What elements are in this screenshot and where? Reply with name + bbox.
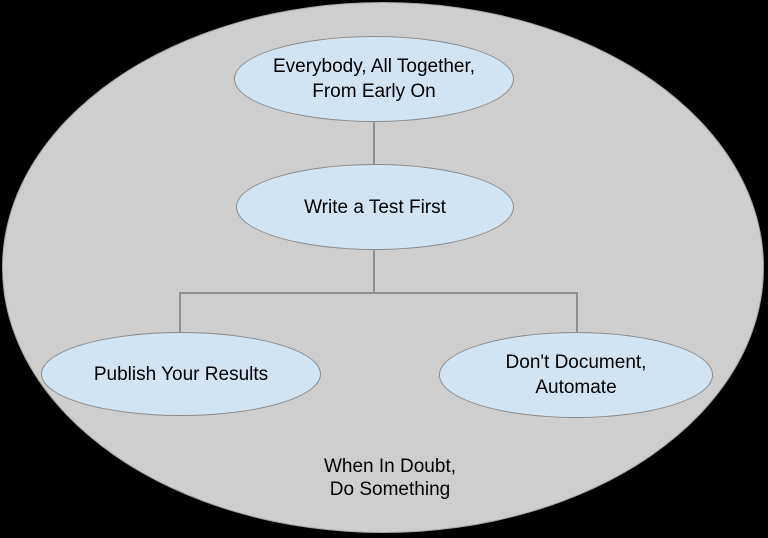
node-write-a-test-first-label: Write a Test First xyxy=(304,196,446,218)
connector-to-leaf-left xyxy=(179,292,181,334)
node-everybody-all-together-label: Everybody, All Together, From Early On xyxy=(272,56,476,102)
diagram-caption: When In Doubt, Do Something xyxy=(323,456,457,500)
node-publish-your-results: Publish Your Results xyxy=(41,332,321,416)
connector-to-leaf-right xyxy=(576,292,578,334)
connector-child-stem xyxy=(373,249,375,293)
node-everybody-all-together: Everybody, All Together, From Early On xyxy=(234,36,514,122)
node-write-a-test-first: Write a Test First xyxy=(236,164,514,250)
node-dont-document-automate-label: Don't Document, Automate xyxy=(505,352,647,398)
connector-branch-horizontal xyxy=(179,292,578,294)
connector-root-to-child xyxy=(373,121,375,166)
node-publish-your-results-label: Publish Your Results xyxy=(93,363,269,385)
node-dont-document-automate: Don't Document, Automate xyxy=(439,332,713,418)
